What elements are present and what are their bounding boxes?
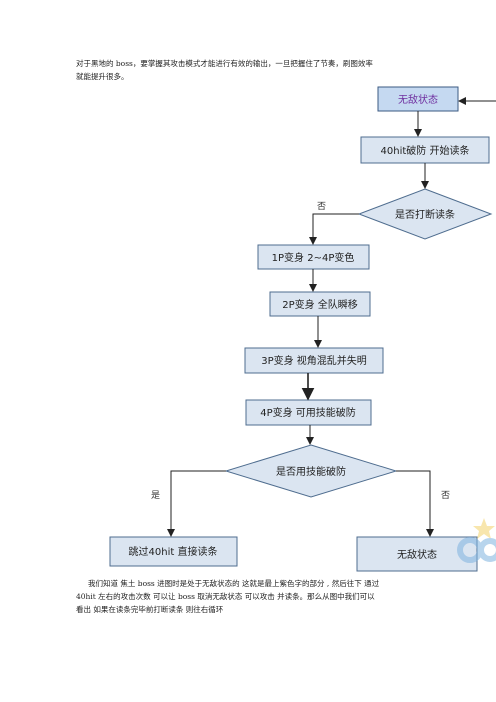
- intro-paragraph: 对于黑地的 boss，要掌握其攻击模式才能进行有效的输出，一旦把握住了节奏，刷图…: [76, 57, 436, 83]
- outro-line-1: 我们知道 焦土 boss 进图时是处于无敌状态的 这就是最上紫色字的部分 , 然…: [88, 579, 380, 588]
- node-invincible-top: 无敌状态: [377, 86, 459, 112]
- outro-line-3: 看出 如果在读条完毕前打断读条 则往右循环: [76, 605, 224, 614]
- node-p3: 3P变身 视角混乱并失明: [244, 347, 384, 374]
- node-invincible-bottom: 无敌状态: [356, 536, 478, 572]
- outro-paragraph: 我们知道 焦土 boss 进图时是处于无敌状态的 这就是最上紫色字的部分 , 然…: [76, 577, 436, 616]
- node-skip-label: 跳过40hit 直接读条: [129, 545, 218, 558]
- arrow-skill-to-skip: [167, 470, 226, 537]
- node-p1: 1P变身 2~4P变色: [257, 244, 370, 270]
- node-break-start: 40hit破防 开始读条: [360, 136, 490, 164]
- arrow-skill-to-invincible: [396, 470, 434, 537]
- arrow-decision-to-p1: [309, 213, 359, 245]
- node-p3-label: 3P变身 视角混乱并失明: [261, 354, 367, 367]
- connector-arrows: [167, 97, 496, 537]
- logo-watermark-icon: [457, 518, 496, 563]
- decision-interrupt-label: 是否打断读条: [395, 208, 455, 221]
- branch-label-no-1: 否: [317, 201, 326, 212]
- node-p2: 2P变身 全队瞬移: [269, 291, 371, 317]
- node-invincible-bottom-label: 无敌状态: [397, 548, 437, 561]
- node-p4-label: 4P变身 可用技能破防: [260, 406, 356, 419]
- node-p2-label: 2P变身 全队瞬移: [282, 298, 358, 311]
- node-p1-label: 1P变身 2~4P变色: [272, 251, 355, 264]
- decision-interrupt: 是否打断读条: [357, 188, 493, 240]
- node-break-start-label: 40hit破防 开始读条: [381, 144, 470, 157]
- branch-label-no-2: 否: [441, 490, 450, 501]
- node-p4: 4P变身 可用技能破防: [245, 399, 372, 426]
- outro-line-2: 40hit 左右的攻击次数 可以让 boss 取消无敌状态 可以攻击 并读条。那…: [76, 592, 375, 601]
- node-skip: 跳过40hit 直接读条: [109, 536, 238, 567]
- intro-line-2: 就能提升很多。: [76, 72, 129, 81]
- intro-line-1: 对于黑地的 boss，要掌握其攻击模式才能进行有效的输出，一旦把握住了节奏，刷图…: [76, 59, 373, 68]
- branch-label-yes: 是: [151, 490, 160, 501]
- decision-skill: 是否用技能破防: [224, 444, 398, 498]
- node-invincible-top-label: 无敌状态: [398, 93, 438, 106]
- decision-skill-label: 是否用技能破防: [276, 465, 346, 478]
